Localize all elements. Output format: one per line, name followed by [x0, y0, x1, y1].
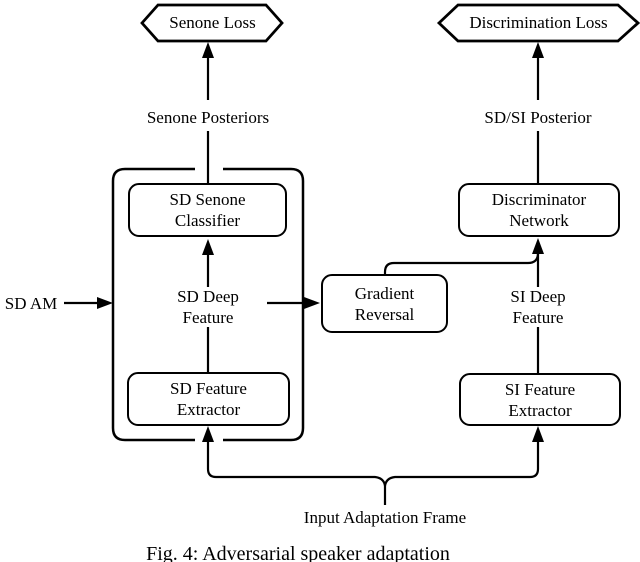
- edge-input-adaptation-frame: [206, 442, 540, 505]
- edge-gradient-reversal-to-discriminator: [383, 252, 540, 274]
- sd-model-container-left: [111, 167, 195, 442]
- arrowhead-discrimination-loss: [532, 42, 544, 58]
- arrowhead-gradient-reversal: [304, 297, 320, 309]
- hexagon-senone-loss: [140, 3, 284, 43]
- arrowhead-si-extractor-input: [532, 426, 544, 442]
- arrowhead-senone-loss: [202, 42, 214, 58]
- sd-am-label: SD AM: [4, 294, 58, 313]
- discrimination-loss-node: Discrimination Loss: [469, 13, 608, 32]
- sd-model-container-right: [223, 167, 305, 442]
- discriminator-network-box: Discriminator Network: [458, 183, 620, 237]
- hexagon-discrimination-loss: [436, 3, 640, 43]
- sd-deep-feature-label: SD Deep Feature: [177, 287, 239, 327]
- sd-feature-extractor-box: SD Feature Extractor: [127, 372, 290, 426]
- si-deep-feature-label: SI Deep Feature: [510, 287, 566, 327]
- arrowhead-classifier: [202, 239, 214, 255]
- senone-posteriors-label: Senone Posteriors: [146, 108, 270, 127]
- arrowhead-sd-extractor-input: [202, 426, 214, 442]
- sd-si-posterior-label: SD/SI Posterior: [484, 108, 592, 127]
- si-feature-extractor-box: SI Feature Extractor: [459, 373, 621, 426]
- arrowhead-discriminator: [532, 238, 544, 254]
- gradient-reversal-box: Gradient Reversal: [321, 274, 448, 333]
- arrowhead-sdam: [97, 297, 113, 309]
- input-adaptation-frame-label: Input Adaptation Frame: [303, 508, 467, 527]
- sd-senone-classifier-box: SD Senone Classifier: [128, 183, 287, 237]
- figure-caption: Fig. 4: Adversarial speaker adaptation: [146, 543, 450, 562]
- senone-loss-node: Senone Loss: [169, 13, 256, 32]
